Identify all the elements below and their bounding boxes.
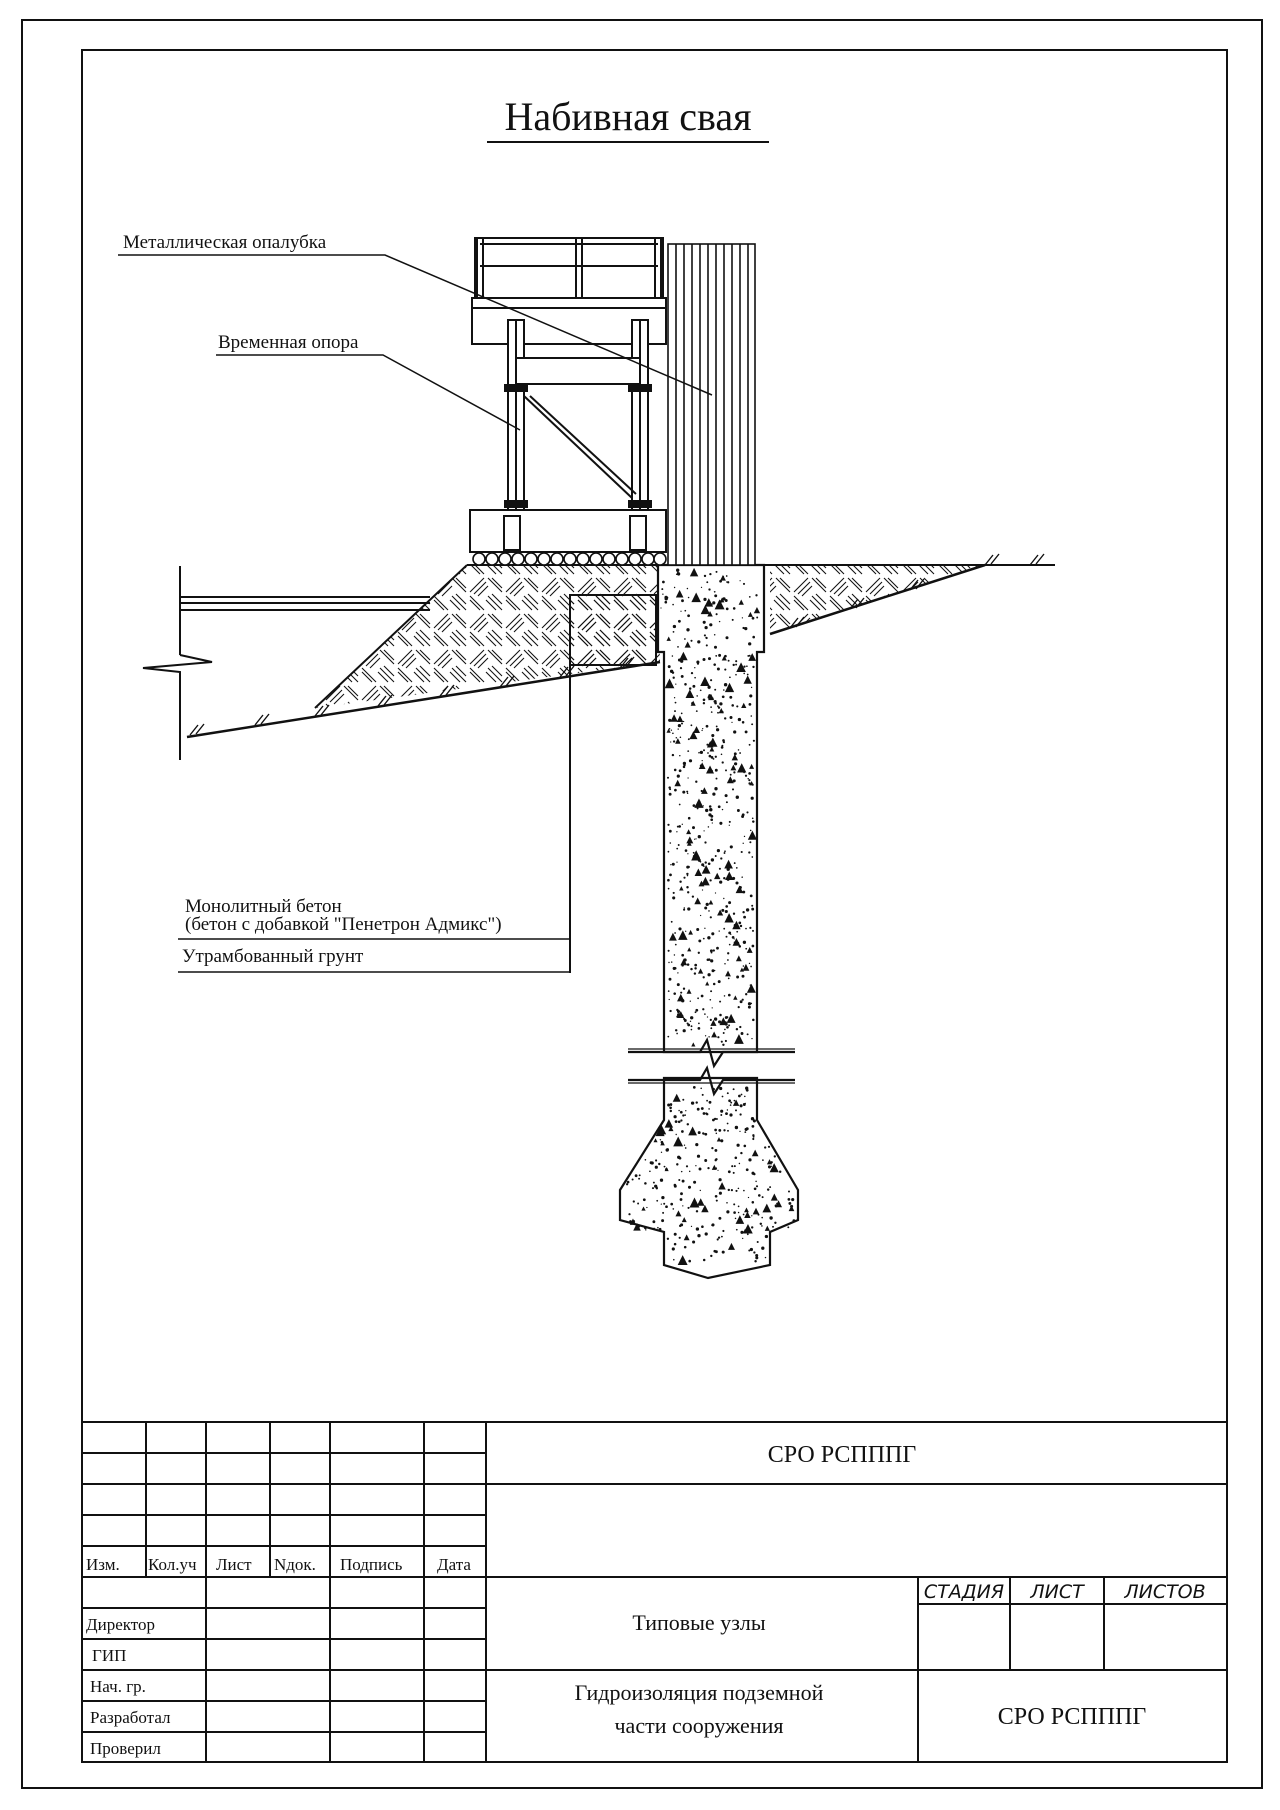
metal-casing <box>667 243 756 566</box>
role-director: Директор <box>86 1615 155 1634</box>
organization-name: СРО РСПППГ <box>768 1442 917 1468</box>
outer-frame <box>21 19 1263 1789</box>
col-data: Дата <box>437 1555 471 1574</box>
title-block-text: Изм. Кол.уч Лист Nдок. Подпись Дата Дире… <box>86 1442 1206 1758</box>
role-head-group: Нач. гр. <box>90 1677 146 1696</box>
section-name: Типовые узлы <box>632 1610 766 1635</box>
title-block <box>82 1421 1227 1762</box>
compacted-soil-bench <box>569 594 657 973</box>
stage-header: СТАДИЯ <box>924 1581 1004 1603</box>
legend-soil: Утрамбованный грунт <box>182 946 364 967</box>
callout-formwork: Металлическая опалубка <box>118 232 713 396</box>
col-ndok: Nдок. <box>274 1555 316 1574</box>
material-legend: Монолитный бетон (бетон с добавкой "Пене… <box>178 896 570 973</box>
callout-temporary-support: Временная опора <box>216 332 521 431</box>
support-clamps <box>504 384 652 508</box>
callout-temporary-support-label: Временная опора <box>218 332 359 353</box>
sheets-header: ЛИСТОВ <box>1123 1581 1205 1603</box>
sheet-title-line2: части сооружения <box>614 1713 783 1738</box>
inner-frame <box>81 49 1228 1763</box>
pile-shaft <box>618 563 800 1280</box>
col-podpis: Подпись <box>340 1555 403 1574</box>
concrete-aggregate-base <box>625 1086 796 1266</box>
sheet-title-line1: Гидроизоляция подземной <box>575 1680 824 1705</box>
existing-slab <box>142 566 430 760</box>
legend-concrete-line2: (бетон с добавкой "Пенетрон Адмикс") <box>185 914 502 935</box>
callout-formwork-label: Металлическая опалубка <box>123 232 327 253</box>
role-gip: ГИП <box>92 1646 126 1665</box>
sheet-header: ЛИСТ <box>1029 1581 1085 1603</box>
col-list: Лист <box>216 1555 252 1574</box>
col-izm: Изм. <box>86 1555 120 1574</box>
concrete-aggregate <box>660 567 761 1047</box>
legend-concrete-line1: Монолитный бетон <box>185 896 342 917</box>
role-checker: Проверил <box>90 1739 161 1758</box>
drawing-title: Набивная свая <box>504 94 751 139</box>
temporary-support <box>469 237 667 553</box>
role-developer: Разработал <box>90 1708 171 1727</box>
organization-name-bottom: СРО РСПППГ <box>998 1704 1147 1730</box>
col-kol-uch: Кол.уч <box>148 1555 197 1574</box>
support-pads <box>472 552 667 566</box>
